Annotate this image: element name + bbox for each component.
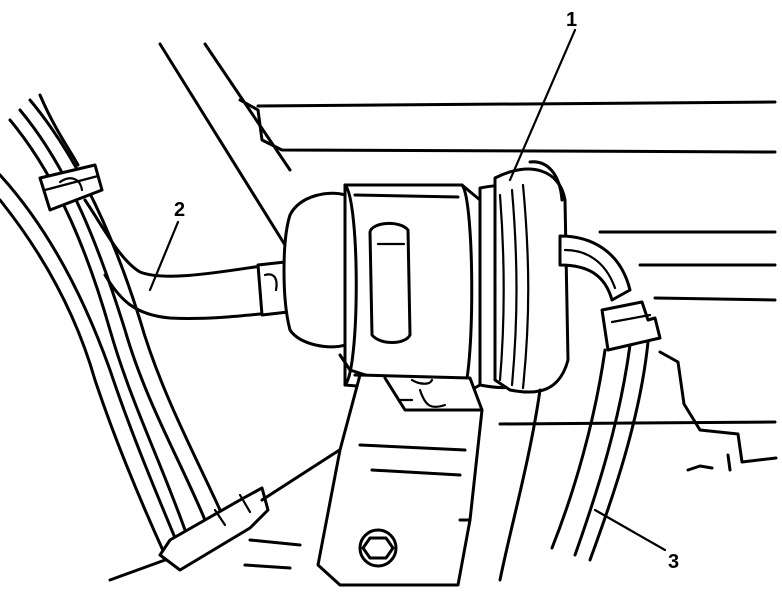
callout-2: 2 xyxy=(174,199,185,221)
fuel-filter-body xyxy=(282,183,482,397)
left-hose-bundle xyxy=(0,93,222,557)
callout-3: 3 xyxy=(668,551,679,573)
mounting-bolt xyxy=(358,528,398,568)
lower-hose-clip xyxy=(108,438,357,582)
callout-1: 1 xyxy=(566,9,577,31)
outlet-hose xyxy=(498,234,662,582)
mounting-bracket xyxy=(316,373,484,587)
upper-hose-clamp xyxy=(38,163,104,212)
body-panel-lines xyxy=(158,42,778,472)
filter-end-cap xyxy=(478,160,570,394)
leader-lines xyxy=(148,28,667,552)
